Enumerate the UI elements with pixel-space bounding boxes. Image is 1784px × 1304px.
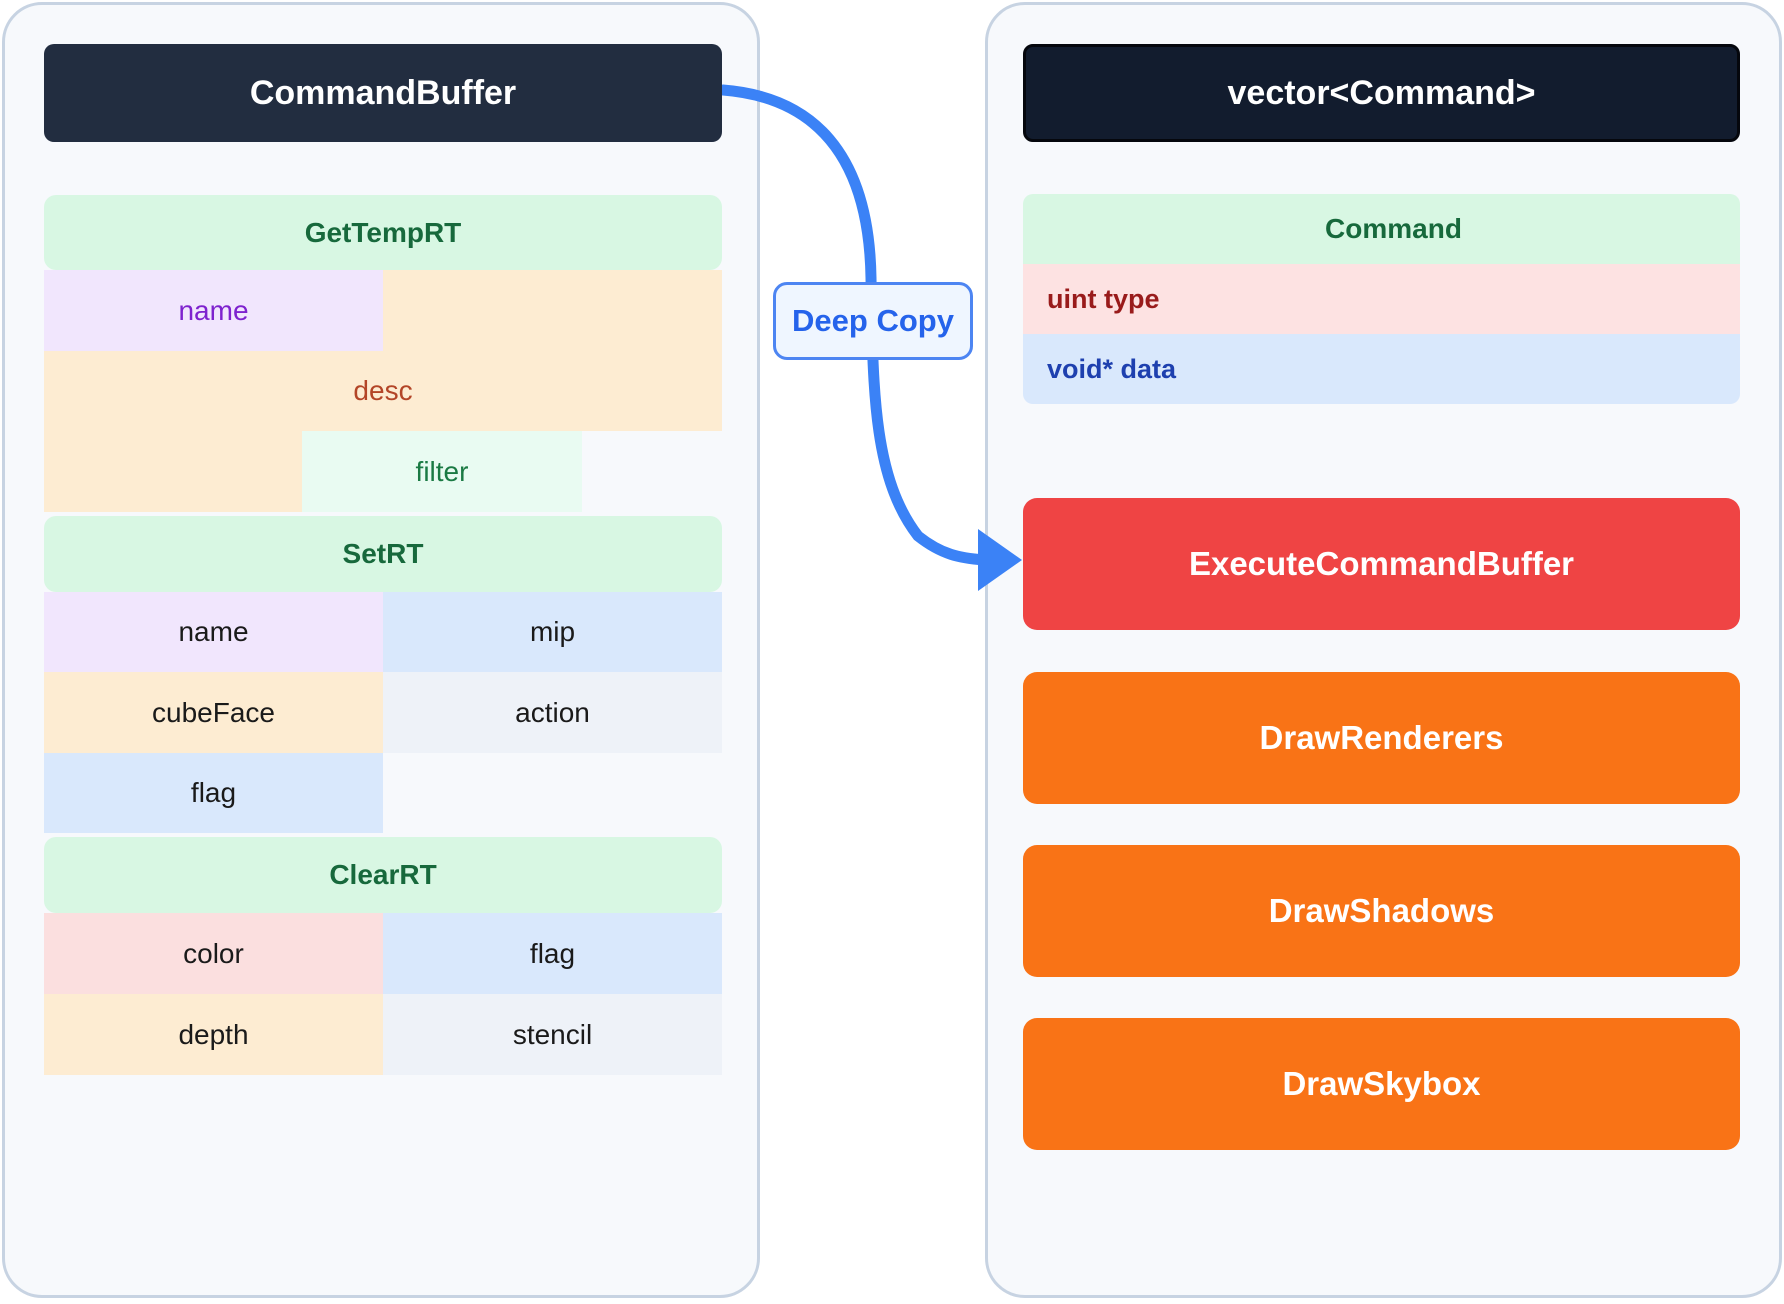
node-drawrenderers: DrawRenderers — [1023, 672, 1740, 804]
node-drawskybox: DrawSkybox — [1023, 1018, 1740, 1150]
section-header-setrt: SetRT — [44, 516, 722, 592]
field-cell-setrt-cubeface: cubeFace — [44, 672, 383, 753]
node-executecommandbuffer: ExecuteCommandBuffer — [1023, 498, 1740, 630]
deep-copy-label: Deep Copy — [773, 282, 973, 360]
field-cell-setrt-action: action — [383, 672, 722, 753]
struct-header-command: Command — [1023, 194, 1740, 264]
field-cell-setrt-flag: flag — [44, 753, 383, 833]
field-cell-setrt-mip: mip — [383, 592, 722, 672]
section-header-clearrt: ClearRT — [44, 837, 722, 913]
field-cell-setrt-name: name — [44, 592, 383, 672]
struct-field-void-data: void* data — [1023, 334, 1740, 404]
commandbuffer-title: CommandBuffer — [44, 44, 722, 142]
field-cell-gettemprt-desc-segment — [383, 270, 722, 351]
struct-field-uint-type: uint type — [1023, 264, 1740, 334]
field-cell-clearrt-color: color — [44, 913, 383, 994]
field-cell-gettemprt-desc: desc — [44, 351, 722, 431]
field-cell-clearrt-depth: depth — [44, 994, 383, 1075]
node-drawshadows: DrawShadows — [1023, 845, 1740, 977]
field-cell-gettemprt-name: name — [44, 270, 383, 351]
vector-command-title: vector<Command> — [1023, 44, 1740, 142]
field-cell-clearrt-flag: flag — [383, 913, 722, 994]
section-header-gettemprt: GetTempRT — [44, 195, 722, 270]
field-cell-gettemprt-desc-segment — [44, 431, 302, 512]
field-cell-gettemprt-filter: filter — [302, 431, 582, 512]
field-cell-clearrt-stencil: stencil — [383, 994, 722, 1075]
